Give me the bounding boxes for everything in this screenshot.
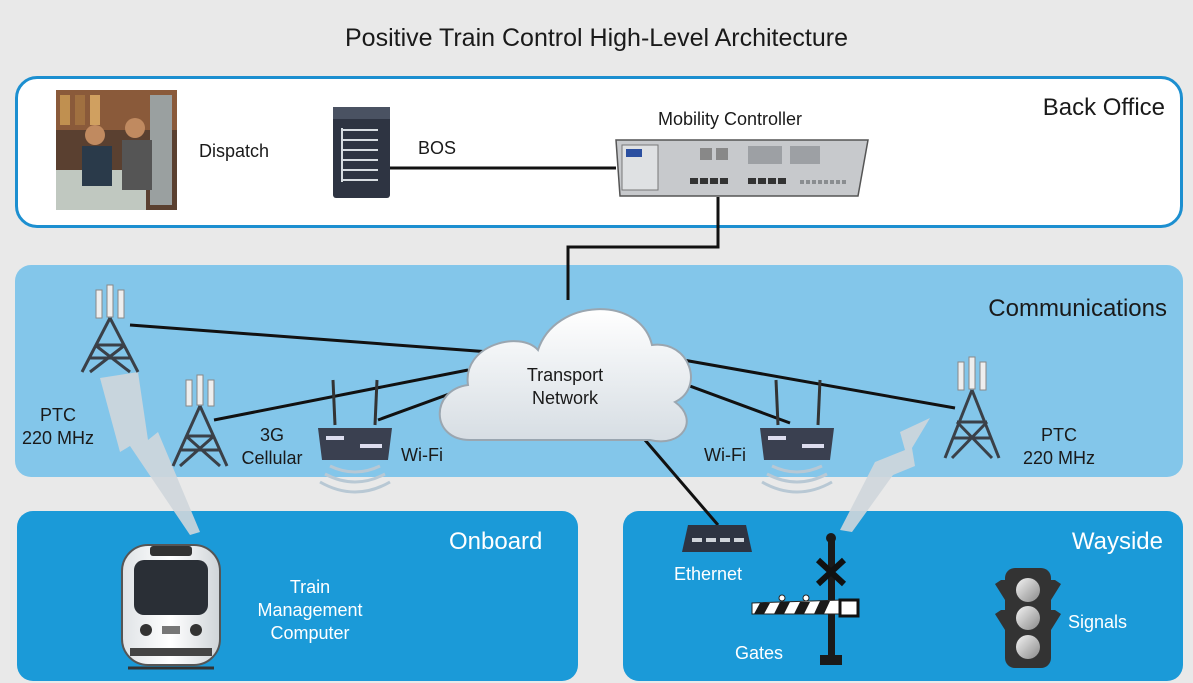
train-label-line1: Train	[289, 577, 331, 597]
controller-to-cloud-link	[566, 197, 720, 300]
transport-network-label: Transport Network	[500, 364, 630, 410]
ptc-right-label: PTC 220 MHz	[1014, 424, 1104, 470]
wifi-left-label: Wi-Fi	[401, 445, 443, 465]
crossing-gate-icon	[751, 533, 860, 665]
wifi-access-point-left-icon	[318, 379, 392, 494]
transport-network-cloud-icon	[438, 308, 692, 443]
section-title-back-office: Back Office	[1042, 94, 1165, 121]
ptc-right-link	[654, 353, 956, 410]
back-office-panel	[15, 76, 1183, 228]
cellular-link	[213, 368, 469, 422]
ethernet-switch-icon	[682, 525, 752, 552]
cellular-label-line2: Cellular	[241, 448, 303, 468]
dispatch-label: Dispatch	[199, 141, 270, 161]
ptc-right-label-line1: PTC	[1041, 425, 1077, 445]
ptc-tower-left-icon	[80, 284, 140, 374]
traffic-signal-icon	[995, 568, 1061, 668]
mobility-controller-label: Mobility Controller	[658, 109, 803, 129]
radio-beam-left	[100, 372, 200, 535]
train-label-line3: Computer	[270, 623, 350, 643]
ptc-tower-right-icon	[943, 356, 1001, 460]
cellular-tower-icon	[171, 374, 229, 468]
ptc-left-label-line1: PTC	[40, 405, 76, 425]
ptc-left-label-line2: 220 MHz	[21, 428, 95, 448]
train-label-line2: Management	[257, 600, 363, 620]
diagram-title: Positive Train Control High-Level Archit…	[344, 24, 848, 52]
signals-label: Signals	[1068, 612, 1128, 632]
mobility-controller-icon	[615, 139, 869, 197]
ptc-left-label: PTC 220 MHz	[18, 404, 98, 450]
dispatch-photo	[56, 90, 177, 210]
connection-lines	[129, 166, 956, 526]
train-icon	[121, 544, 221, 670]
ptc-right-label-line2: 220 MHz	[1022, 448, 1096, 468]
train-management-computer-label: Train Management Computer	[240, 576, 380, 645]
cellular-label: 3G Cellular	[232, 424, 312, 470]
section-title-communications: Communications	[988, 295, 1167, 322]
transport-network-label-line1: Transport	[526, 365, 604, 385]
ethernet-label: Ethernet	[674, 564, 743, 584]
section-title-onboard: Onboard	[449, 528, 543, 555]
ethernet-link	[643, 439, 720, 526]
transport-network-label-line2: Network	[531, 388, 598, 408]
radio-beam-right	[840, 418, 930, 532]
cellular-label-line1: 3G	[259, 425, 284, 445]
gates-label: Gates	[735, 643, 784, 663]
onboard-panel	[17, 511, 578, 681]
wifi-access-point-right-icon	[760, 379, 834, 494]
ptc-left-link	[129, 323, 491, 354]
section-title-wayside: Wayside	[1071, 528, 1163, 555]
bos-server-icon	[333, 107, 390, 198]
wifi-right-label: Wi-Fi	[704, 445, 746, 465]
bos-label: BOS	[418, 138, 457, 158]
